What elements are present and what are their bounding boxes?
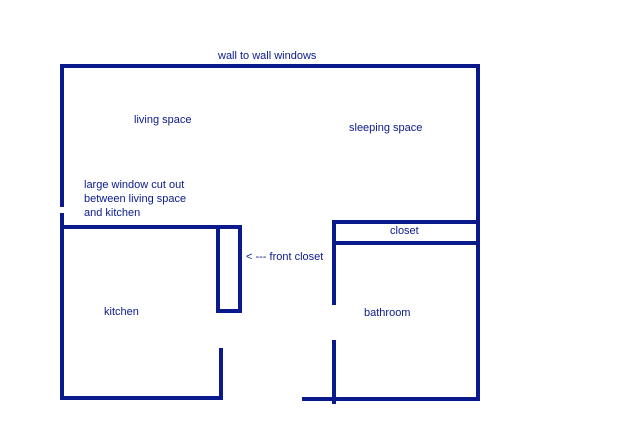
bathroom-label: bathroom (364, 307, 411, 319)
kitchen-label: kitchen (104, 306, 139, 318)
front-closet-box (216, 225, 242, 313)
closet-label: closet (390, 225, 419, 237)
sleeping-space-label: sleeping space (349, 122, 423, 134)
window-cutout-label: large window cut out between living spac… (84, 179, 187, 219)
front-closet-label: < --- front closet (246, 251, 324, 263)
closet-box (332, 220, 480, 245)
top-wall-label: wall to wall windows (218, 50, 317, 62)
living-space-label: living space (134, 114, 192, 126)
